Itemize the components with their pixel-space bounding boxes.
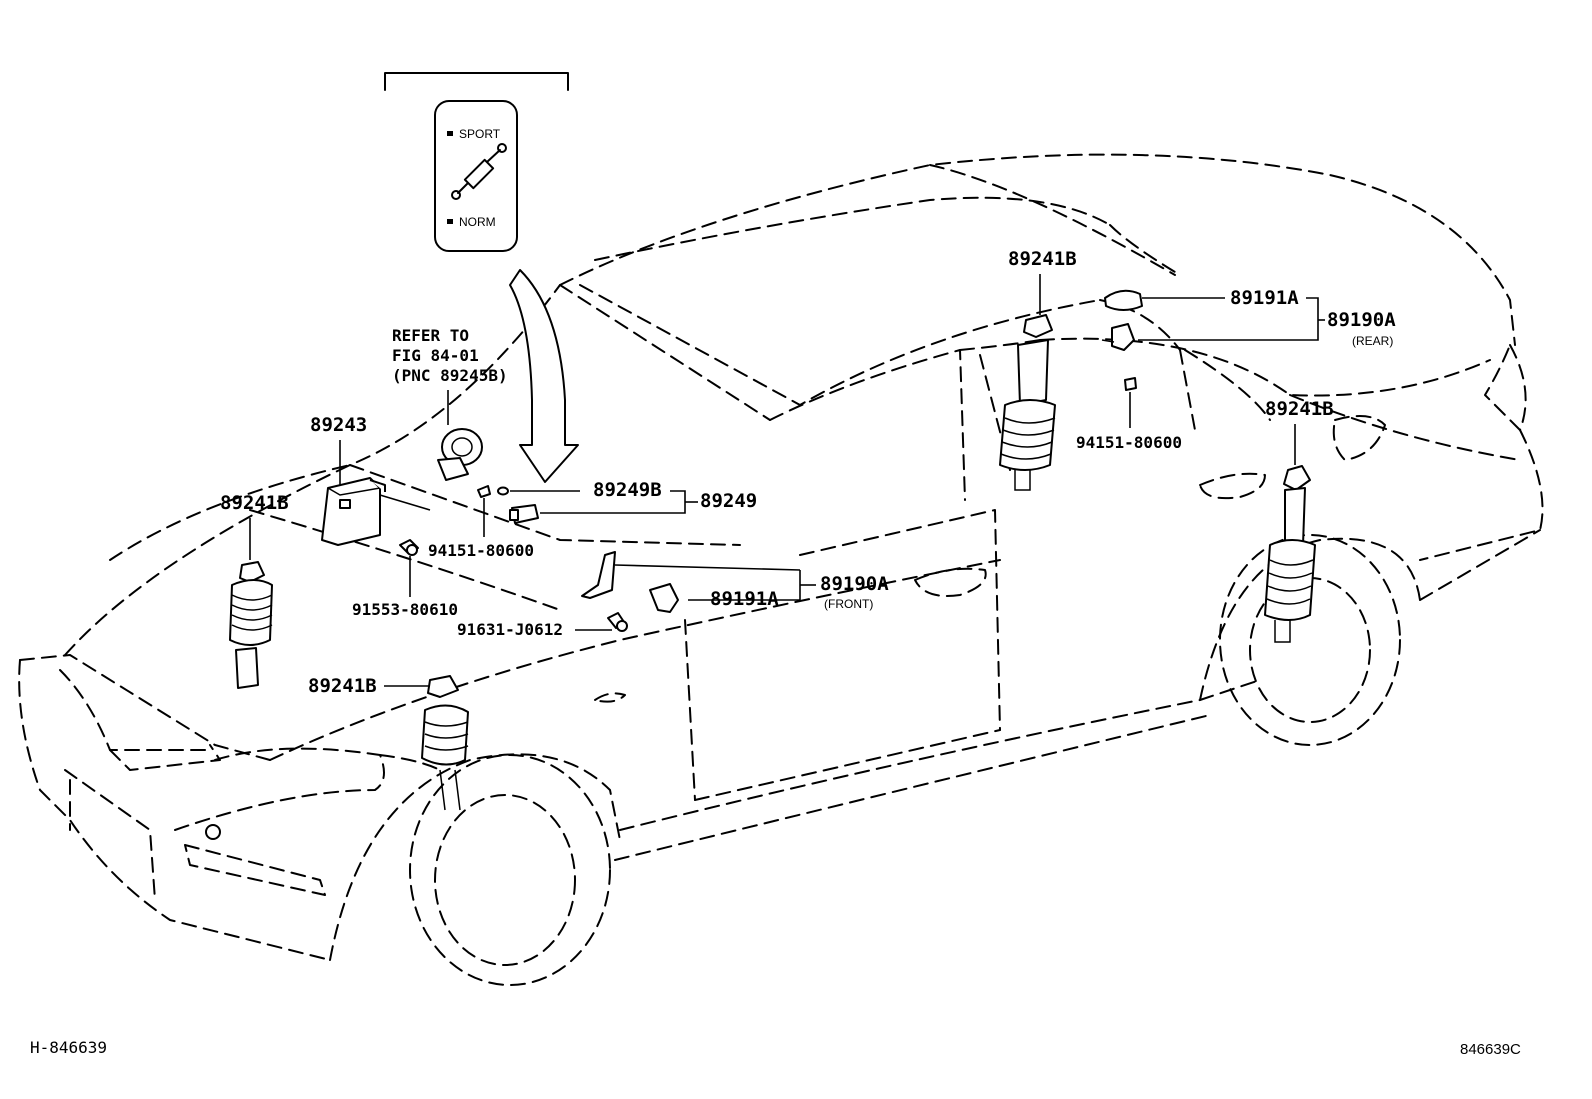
refer-line-1: REFER TO [392,326,469,345]
label-89191a-front: 89191A [710,588,779,610]
location-arrow [509,269,579,483]
label-89249b: 89249B [593,479,662,501]
part-91553: 91553-80610 [352,539,458,619]
label-89243: 89243 [310,414,367,436]
footer-right-code: 846639C [1460,1041,1521,1058]
label-89190a-front: 89190A [820,573,889,595]
refer-line-3: (PNC 89245B) [392,366,508,385]
switch-sport-label: SPORT [459,127,501,141]
part-89190a-rear: 89191A 89190A (REAR) 94151-80600 [1076,287,1396,452]
label-89241b-rear-left: 89241B [1008,248,1077,270]
switch-callout: SPORT NORM [384,72,569,252]
part-94151-front: 94151-80600 [428,485,534,560]
norm-indicator-icon [447,219,453,224]
part-89190a-front: 89190A (FRONT) 89191A 91631-J0612 [457,551,889,639]
label-89241b-rear-right: 89241B [1265,398,1334,420]
part-89243: 89243 [310,414,431,546]
label-94151-rear: 94151-80600 [1076,433,1182,452]
sport-indicator-icon [447,131,453,136]
label-91631: 91631-J0612 [457,620,563,639]
part-89241b-front-right: 89241B [308,675,469,811]
label-94151-front: 94151-80600 [428,541,534,560]
footer: H-846639 846639C [30,1038,1521,1058]
label-89190a-rear-note: (REAR) [1352,334,1393,348]
part-89241b-rear-left: 89241B [999,248,1077,491]
shock-absorber-icon [451,143,507,200]
label-89241b-front-right: 89241B [308,675,377,697]
part-89241b-front-left: 89241B [220,492,289,689]
switch-norm-label: NORM [459,215,496,229]
label-91553: 91553-80610 [352,600,458,619]
label-89190a-front-note: (FRONT) [824,597,873,611]
footer-left-code: H-846639 [30,1038,107,1057]
steering-sensor-part [437,428,483,481]
label-89249: 89249 [700,490,757,512]
label-89191a-rear: 89191A [1230,287,1299,309]
label-89190a-rear: 89190A [1327,309,1396,331]
part-89241b-rear-right: 89241B [1264,398,1334,643]
part-89249: 89249B 89249 [497,479,757,524]
car-outline [18,153,1544,986]
label-89241b-front-left: 89241B [220,492,289,514]
refer-note: REFER TO FIG 84-01 (PNC 89245B) [392,326,508,425]
refer-line-2: FIG 84-01 [392,346,479,365]
